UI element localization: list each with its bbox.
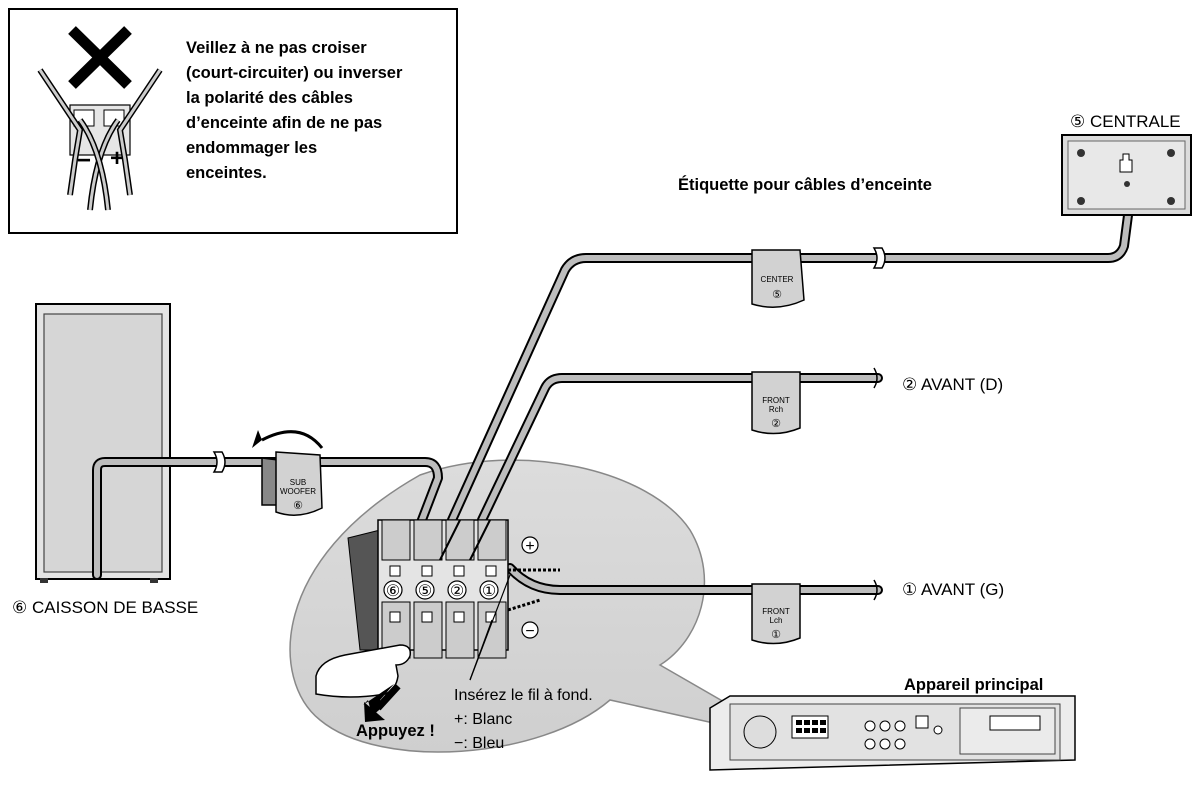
svg-text:②: ② — [771, 418, 781, 430]
tag-subwoofer: SUB WOOFER ⑥ — [261, 451, 323, 516]
terminal-label-2: ② — [450, 583, 464, 600]
warning-illustration: − + — [37, 68, 163, 211]
svg-text:⑤: ⑤ — [772, 289, 782, 301]
svg-text:⑥: ⑥ — [293, 500, 303, 512]
svg-text:FRONT: FRONT — [762, 396, 790, 405]
center-speaker-label: ⑤ CENTRALE — [1070, 112, 1181, 131]
hand-icon — [315, 644, 412, 698]
warning-line: la polarité des câbles — [186, 89, 353, 107]
tag-center: CENTER ⑤ — [751, 249, 805, 308]
cable-tag-label: Étiquette pour câbles d’enceinte — [678, 176, 932, 194]
terminal-label-5: ⑤ — [418, 583, 432, 600]
svg-text:FRONT: FRONT — [762, 607, 790, 616]
subwoofer-label: ⑥ CAISSON DE BASSE — [12, 598, 199, 617]
svg-text:+: + — [525, 538, 534, 555]
insert-wire-label: Insérez le fil à fond. — [454, 687, 593, 704]
tag-front-right: FRONT Rch ② — [751, 371, 801, 435]
warning-text: Veillez à ne pas croiser (court-circuite… — [186, 36, 456, 186]
cable-break-marks — [212, 247, 886, 601]
push-label: Appuyez ! — [356, 722, 435, 740]
svg-text:−: − — [525, 623, 534, 640]
warning-box: Veillez à ne pas croiser (court-circuite… — [8, 8, 458, 234]
svg-text:Rch: Rch — [769, 405, 783, 414]
tag-front-left: FRONT Lch ① — [751, 583, 801, 645]
svg-text:WOOFER: WOOFER — [280, 487, 316, 496]
main-unit — [709, 695, 1076, 771]
subwoofer-cabinet — [35, 303, 171, 583]
insert-pointer-lines — [469, 574, 511, 681]
svg-text:①: ① — [771, 629, 781, 641]
cross-icon — [68, 26, 132, 89]
center-speaker — [1061, 134, 1192, 216]
polarity-symbols: + − — [521, 536, 539, 640]
minus-blue-label: −: Bleu — [454, 735, 505, 752]
svg-text:Lch: Lch — [770, 616, 783, 625]
terminal-label-6: ⑥ — [386, 583, 400, 600]
plus-white-label: +: Blanc — [454, 711, 513, 728]
warning-line: d’enceinte afin de ne pas — [186, 114, 383, 132]
front-left-label: ① AVANT (G) — [902, 580, 1005, 599]
arrow-down-icon — [363, 683, 401, 722]
svg-text:−: − — [77, 147, 91, 174]
curved-arrow-icon — [252, 430, 324, 449]
front-right-label: ② AVANT (D) — [902, 375, 1004, 394]
terminal-label-1: ① — [482, 583, 496, 600]
warning-line: enceintes. — [186, 164, 267, 182]
warning-line: endommager les — [186, 139, 318, 157]
svg-text:SUB: SUB — [290, 478, 306, 487]
terminal-block: ⑥ ⑤ ② ① — [347, 519, 560, 659]
svg-text:CENTER: CENTER — [761, 275, 794, 284]
main-unit-label: Appareil principal — [904, 676, 1044, 694]
svg-text:+: + — [110, 145, 124, 172]
warning-line: Veillez à ne pas croiser — [186, 39, 367, 57]
warning-line: (court-circuiter) ou inverser — [186, 64, 403, 82]
